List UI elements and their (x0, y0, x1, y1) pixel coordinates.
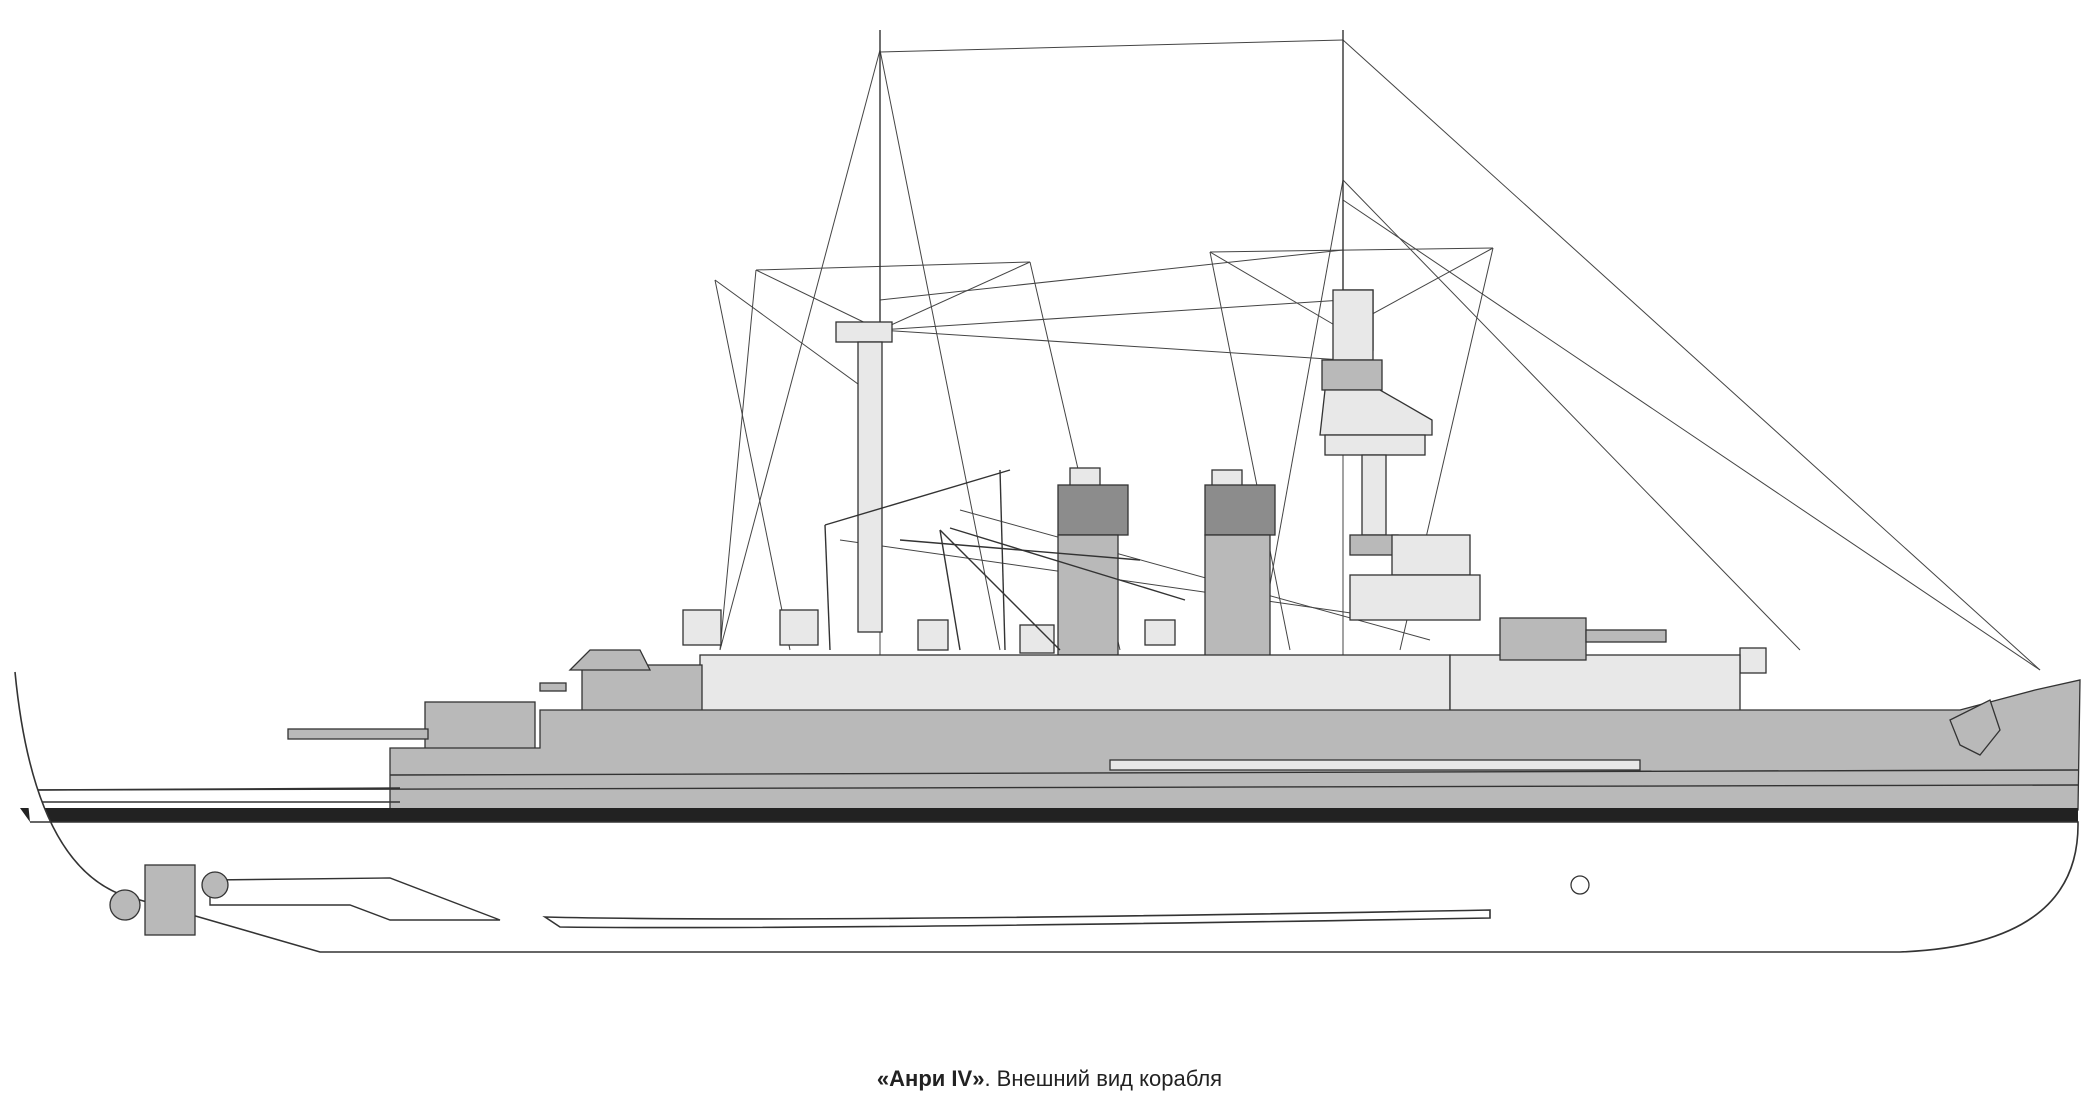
anchor (1949, 699, 2001, 756)
hull-armor (34, 679, 2081, 811)
waterline-stripe (20, 808, 2078, 822)
caption-text: . Внешний вид корабля (984, 1066, 1223, 1091)
figure-caption: «Анри IV». Внешний вид корабля (0, 1066, 2099, 1092)
caption-ship-name: «Анри IV» (876, 1066, 985, 1091)
boat-cranes (824, 469, 1186, 651)
stern-deck (29, 787, 401, 803)
main-mast (835, 30, 893, 633)
superstructure (287, 617, 1741, 751)
lower-hull (14, 671, 2079, 953)
ship-profile-drawing (14, 30, 2081, 953)
fore-mast (1319, 30, 1481, 621)
rudder-and-propellers (109, 864, 501, 936)
bilge-keel (542, 909, 1491, 929)
portholes (1570, 875, 1590, 895)
